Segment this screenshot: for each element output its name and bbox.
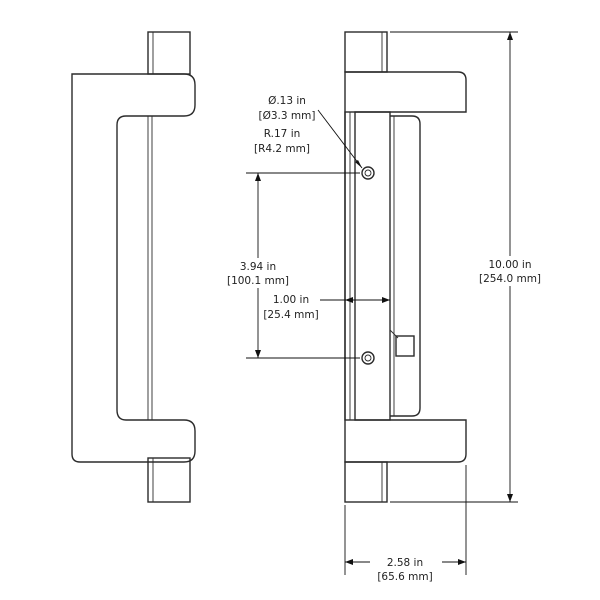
overall-width-label: 2.58 in [387, 557, 423, 569]
screw-hole-top [361, 166, 375, 180]
side-body-outline [344, 71, 467, 463]
front-view [71, 31, 196, 503]
side-bottom-post [344, 461, 388, 503]
projection-mm: [25.4 mm] [263, 309, 318, 321]
screw-hole-bottom [361, 351, 375, 365]
hole-spacing-label: 3.94 in [240, 261, 276, 273]
handle-outline [71, 73, 196, 463]
bottom-post [147, 457, 191, 503]
diameter-leader [317, 109, 363, 169]
top-post [147, 31, 191, 75]
overall-length-label: 10.00 in [489, 259, 532, 271]
base-plate [344, 111, 391, 421]
overall-length-mm: [254.0 mm] [479, 273, 541, 285]
side-top-post [344, 31, 388, 73]
hole-radius-mm: [R4.2 mm] [254, 143, 310, 155]
projection-label: 1.00 in [273, 294, 309, 306]
hole-diameter-label: Ø.13 in [268, 95, 306, 107]
side-view [344, 31, 467, 503]
hole-radius-label: R.17 in [264, 128, 301, 140]
set-screw [395, 335, 415, 357]
overall-width-mm: [65.6 mm] [377, 571, 432, 583]
hole-diameter-mm: [Ø3.3 mm] [259, 110, 316, 122]
hole-spacing-mm: [100.1 mm] [227, 275, 289, 287]
